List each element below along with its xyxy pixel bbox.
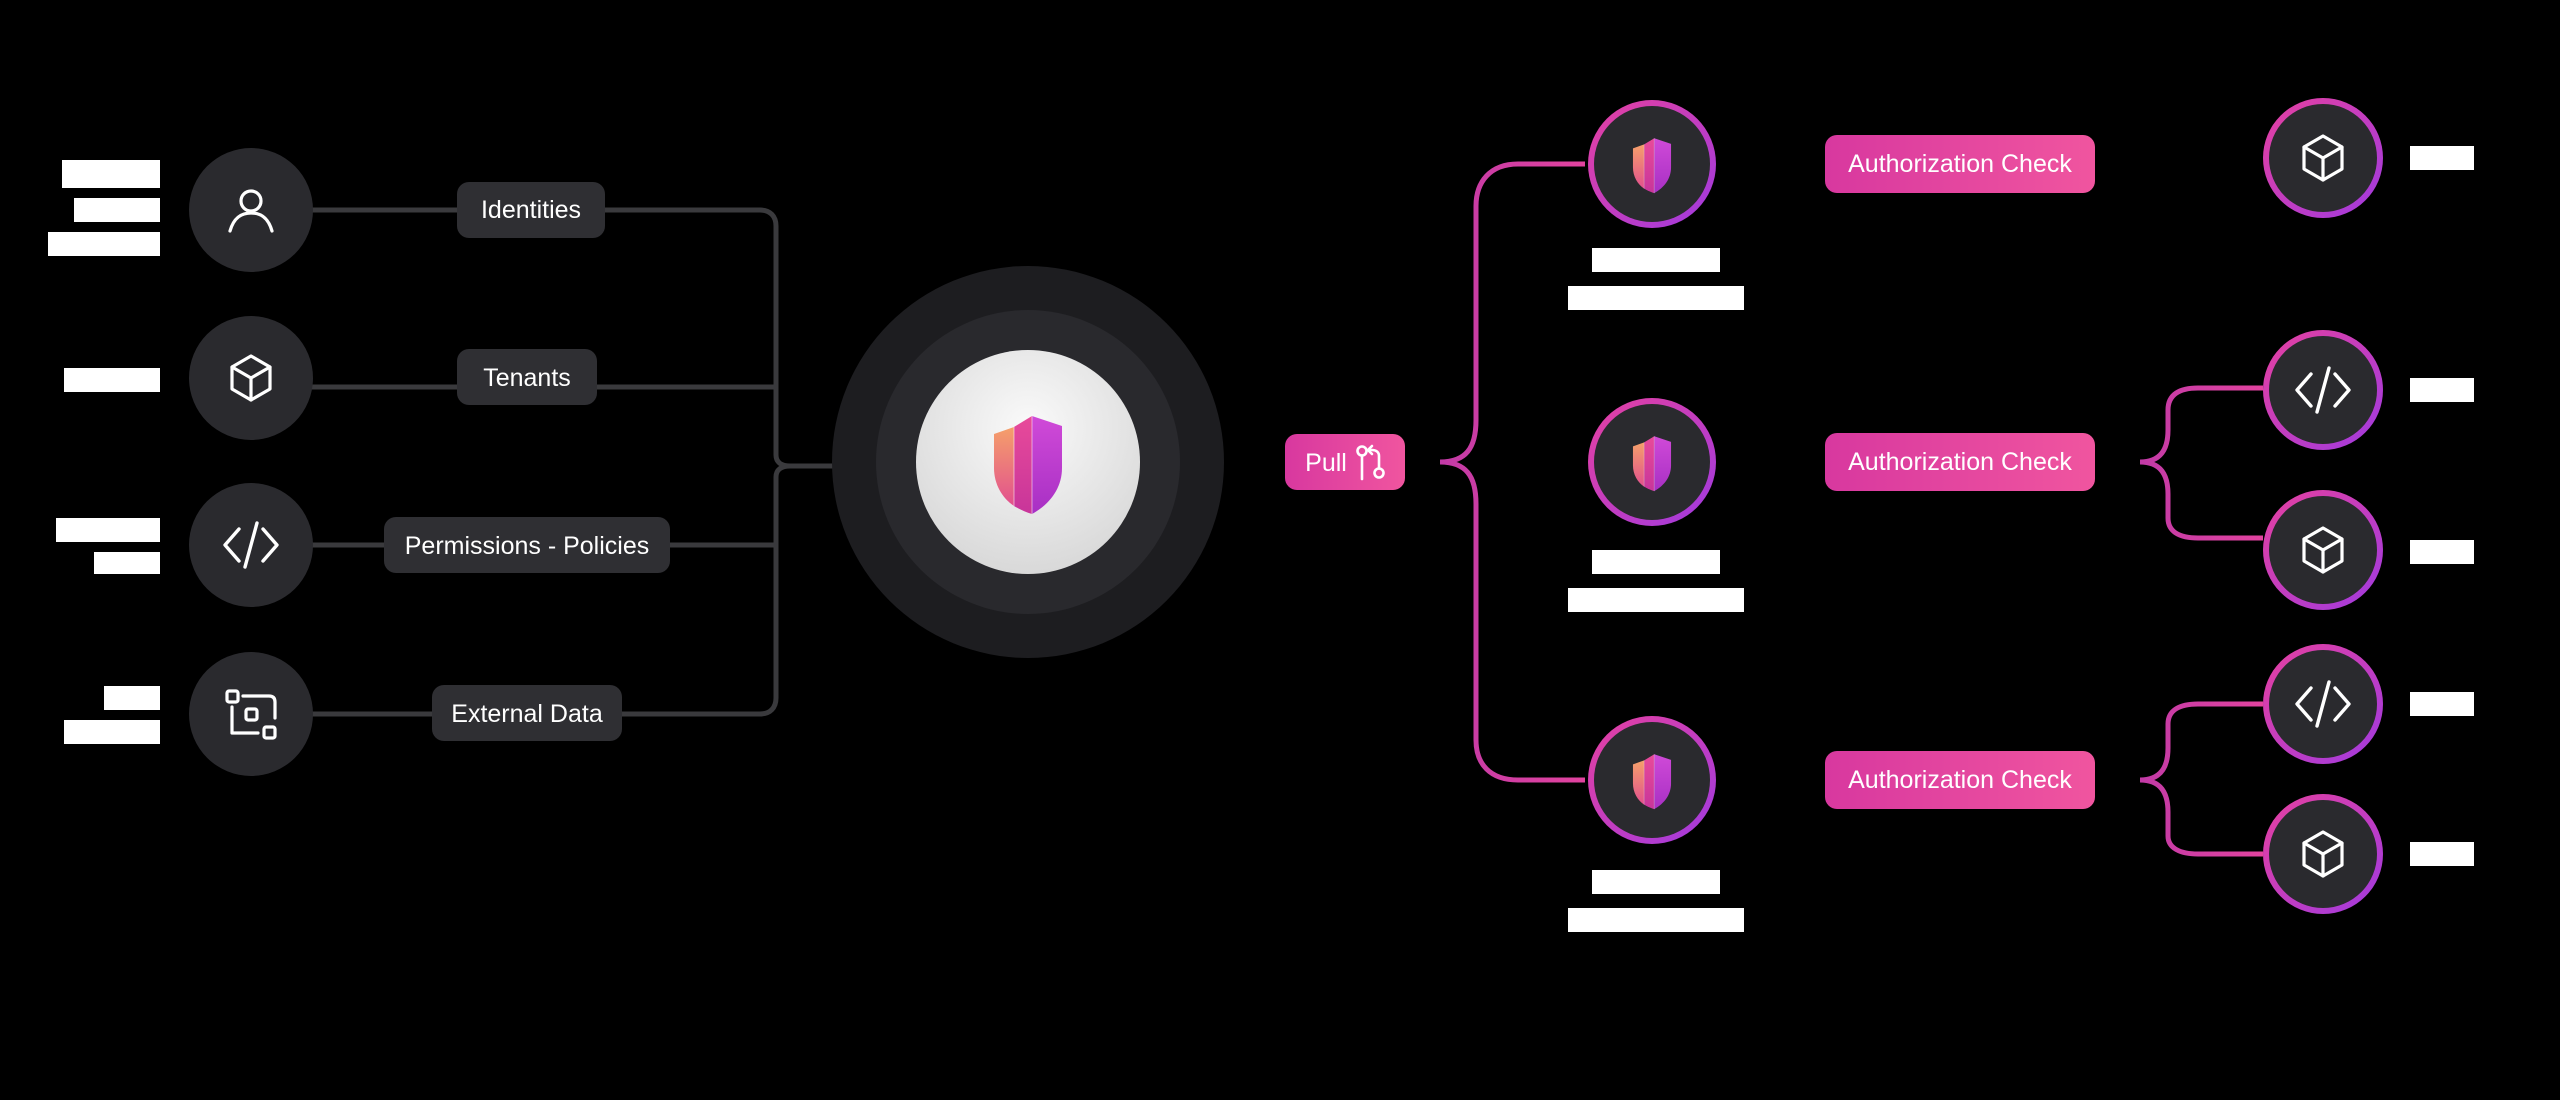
authorization-check-label: Authorization Check [1848, 448, 2072, 476]
connector-split-top [1439, 161, 1585, 465]
source-label-text: Permissions - Policies [405, 532, 650, 560]
target-node-2 [2263, 330, 2383, 450]
redacted-labels-left [48, 160, 160, 744]
source-label-permissions: Permissions - Policies [384, 517, 670, 573]
source-node-permissions [189, 483, 313, 607]
source-label-identities: Identities [457, 182, 605, 238]
connector-external-data [312, 463, 791, 717]
decision-point-1 [1588, 100, 1716, 228]
source-node-tenants [189, 316, 313, 440]
source-node-external-data [189, 652, 313, 776]
decision-point-3 [1588, 716, 1716, 844]
distribution-connectors [1222, 161, 2263, 857]
target-node-5 [2263, 794, 2383, 914]
connector-check3-target-top [2139, 701, 2263, 783]
source-label-external-data: External Data [432, 685, 622, 741]
source-label-text: Tenants [483, 364, 571, 392]
source-connectors [312, 207, 838, 717]
git-pull-icon [1356, 444, 1385, 481]
central-hub [832, 266, 1224, 658]
pull-label: Pull [1305, 449, 1347, 477]
connector-check2-target-top [2139, 385, 2263, 465]
authorization-check-2: Authorization Check [1825, 433, 2095, 491]
target-node-4 [2263, 644, 2383, 764]
connector-check2-target-bottom [2139, 459, 2263, 541]
source-label-text: External Data [451, 700, 603, 728]
decision-point-2 [1588, 398, 1716, 526]
target-node-1 [2263, 98, 2383, 218]
source-label-tenants: Tenants [457, 349, 597, 405]
source-label-text: Identities [481, 196, 581, 224]
authorization-check-3: Authorization Check [1825, 751, 2095, 809]
authorization-check-label: Authorization Check [1848, 150, 2072, 178]
authorization-check-label: Authorization Check [1848, 766, 2072, 794]
source-node-identities [189, 148, 313, 272]
connector-identities [312, 207, 838, 469]
connector-split-bottom [1439, 459, 1585, 783]
redacted-labels-right [2410, 146, 2474, 866]
connector-check3-target-bottom [2139, 777, 2263, 857]
redacted-labels-decision-points [1568, 248, 1744, 932]
target-node-3 [2263, 490, 2383, 610]
pull-button: Pull [1285, 434, 1405, 490]
authorization-check-1: Authorization Check [1825, 135, 2095, 193]
